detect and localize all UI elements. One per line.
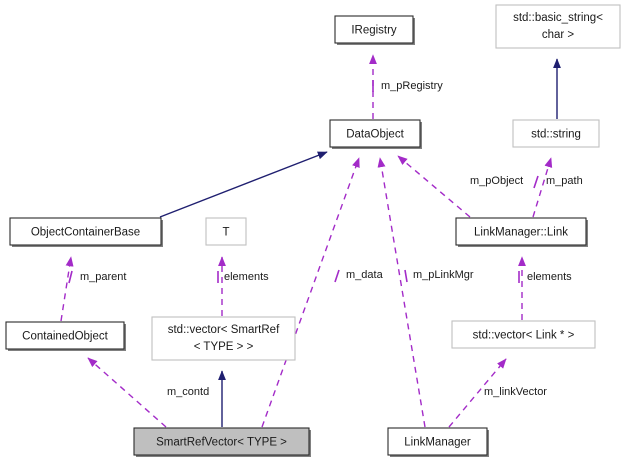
node-t-template-param[interactable]: T [205, 217, 247, 246]
node-objectcontainerbase[interactable]: ObjectContainerBase [9, 217, 163, 247]
node-std-vector-smartref[interactable]: std::vector< SmartRef < TYPE > > [151, 316, 296, 361]
node-iregistry[interactable]: IRegistry [334, 15, 415, 45]
node-label-smartrefvector: SmartRefVector< TYPE > [156, 437, 287, 449]
edge-objectcontainerbase-inherits-dataobject [159, 151, 328, 218]
node-std-vector-link-ptr[interactable]: std::vector< Link * > [451, 320, 596, 349]
edge-label-m-linkVector: m_linkVector [484, 386, 547, 398]
node-smartrefvector[interactable]: SmartRefVector< TYPE > [133, 427, 311, 457]
node-containedobject[interactable]: ContainedObject [5, 321, 126, 351]
edge-label-m-pLinkMgr: m_pLinkMgr [413, 269, 474, 281]
edge-m-pLinkMgr: m_pLinkMgr [377, 157, 474, 428]
node-std-basic-string[interactable]: std::basic_string< char > [495, 4, 621, 49]
edge-label-elements-t: elements [224, 271, 269, 283]
node-label-iregistry: IRegistry [351, 25, 397, 37]
edge-m-parent: m_parent [60, 256, 126, 322]
node-label-std-vector-smartref-line2: < TYPE > > [194, 341, 254, 353]
edges-layer: m_pRegistry m_pObject m_path [60, 54, 583, 428]
edge-label-elements-link: elements [527, 271, 572, 283]
edge-m-path: m_path [532, 157, 583, 218]
node-label-containedobject: ContainedObject [22, 331, 108, 343]
node-label-std-basic-string-line2: char > [542, 29, 575, 41]
node-label-std-vector-link-ptr: std::vector< Link * > [473, 330, 575, 342]
edge-elements-t: elements [217, 256, 269, 316]
edge-label-m-contd: m_contd [167, 386, 209, 398]
node-label-std-basic-string-line1: std::basic_string< [513, 12, 603, 24]
edge-m-data: m_data [261, 157, 384, 428]
edge-label-m-pObject: m_pObject [470, 175, 523, 187]
nodes-layer: IRegistry std::basic_string< char > Data… [5, 4, 621, 457]
edge-elements-link: elements [518, 256, 572, 320]
node-std-string[interactable]: std::string [512, 119, 600, 148]
edge-label-m-pRegistry: m_pRegistry [381, 80, 443, 92]
node-linkmanager[interactable]: LinkManager [387, 427, 489, 457]
node-label-t-template-param: T [222, 227, 229, 239]
node-label-dataobject: DataObject [346, 129, 404, 141]
edge-label-m-data: m_data [346, 269, 384, 281]
edge-m-pObject: m_pObject [397, 155, 523, 218]
edge-label-m-parent: m_parent [80, 271, 126, 283]
edge-label-m-path: m_path [546, 175, 583, 187]
node-label-objectcontainerbase: ObjectContainerBase [31, 227, 140, 239]
node-label-std-vector-smartref-line1: std::vector< SmartRef [168, 324, 280, 336]
node-linkmanager-link[interactable]: LinkManager::Link [455, 217, 588, 247]
edge-m-linkVector: m_linkVector [448, 358, 547, 428]
node-label-std-string: std::string [531, 129, 581, 141]
node-label-linkmanager-link: LinkManager::Link [474, 227, 568, 239]
edge-m-contd: m_contd [87, 357, 209, 428]
edge-m-pRegistry: m_pRegistry [369, 54, 443, 119]
node-dataobject[interactable]: DataObject [329, 119, 422, 149]
node-label-linkmanager: LinkManager [404, 437, 471, 449]
